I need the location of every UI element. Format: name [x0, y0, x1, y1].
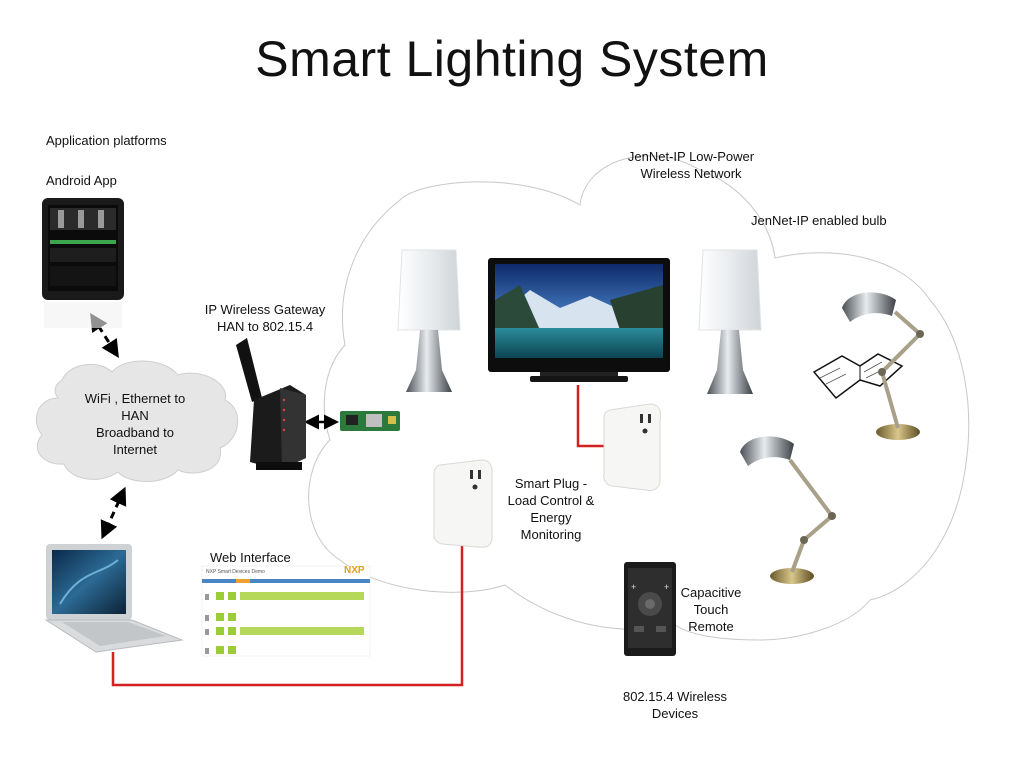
- page-title: Smart Lighting System: [255, 31, 769, 87]
- jennet-bulb-label: JenNet-IP enabled bulb: [751, 213, 887, 228]
- smart-plug-label: Smart Plug - Load Control & Energy Monit…: [496, 475, 606, 543]
- smart-plug-label-line4: Monitoring: [520, 527, 582, 542]
- table-lamp-right: [698, 249, 762, 394]
- cloud-laptop-link: [100, 486, 127, 540]
- remote-label: Capacitive Touch Remote: [672, 584, 750, 635]
- laptop-plug-wire: [111, 545, 464, 687]
- jennet-network-cloud: [308, 155, 970, 641]
- android-app-label: Android App: [46, 173, 117, 188]
- wireless-devices-label: 802.15.4 Wireless Devices: [600, 688, 750, 722]
- cloud-label-line4: Internet: [112, 442, 158, 457]
- web-interface-label: Web Interface: [210, 550, 291, 565]
- web-interface-screenshot: [201, 565, 371, 657]
- cloud-label: WiFi , Ethernet to HAN Broadband to Inte…: [60, 390, 210, 458]
- svg-text:+: +: [631, 582, 636, 592]
- smart-plug-label-line3: Energy: [530, 510, 572, 525]
- tv-plug-wire: [576, 385, 606, 448]
- android-cloud-link: [90, 312, 119, 359]
- touch-remote: + +: [624, 562, 676, 656]
- gateway-label-line1: IP Wireless Gateway: [204, 302, 326, 317]
- remote-label-line2: Touch: [693, 602, 729, 617]
- laptop: [44, 544, 184, 653]
- jennet-network-label-line1: JenNet-IP Low-Power: [627, 149, 755, 164]
- smart-plug-label-line2: Load Control &: [507, 493, 595, 508]
- gateway-label: IP Wireless Gateway HAN to 802.15.4: [180, 301, 350, 335]
- smart-plug-label-line1: Smart Plug -: [514, 476, 588, 491]
- wireless-devices-label-line2: Devices: [651, 706, 699, 721]
- wireless-devices-label-line1: 802.15.4 Wireless: [622, 689, 728, 704]
- jennet-network-label: JenNet-IP Low-Power Wireless Network: [596, 148, 786, 182]
- remote-label-line1: Capacitive: [680, 585, 742, 600]
- jennet-network-label-line2: Wireless Network: [640, 166, 742, 181]
- wireless-module-board: [340, 411, 400, 431]
- desk-lamp-lower: [740, 436, 836, 584]
- television: [488, 258, 670, 382]
- smart-plug-center: [433, 459, 493, 548]
- cloud-label-line1: WiFi , Ethernet to: [84, 391, 186, 406]
- table-lamp-left: [397, 249, 461, 392]
- broadband-cloud: [36, 360, 239, 482]
- cloud-label-line2: HAN: [121, 408, 149, 423]
- cloud-label-line3: Broadband to: [95, 425, 175, 440]
- desk-lamp-upper: [842, 292, 924, 440]
- gateway-label-line2: HAN to 802.15.4: [216, 319, 314, 334]
- application-platforms-label: Application platforms: [46, 133, 167, 148]
- svg-text:+: +: [664, 582, 669, 592]
- android-tablet: [42, 198, 124, 328]
- open-book: [812, 353, 904, 400]
- smart-plug-tv: [603, 403, 661, 491]
- web-ui-logo: NXP: [344, 565, 365, 576]
- web-ui-header: NXP Smart Devices Demo: [206, 569, 265, 575]
- remote-label-line3: Remote: [688, 619, 734, 634]
- gateway-router: [236, 338, 306, 470]
